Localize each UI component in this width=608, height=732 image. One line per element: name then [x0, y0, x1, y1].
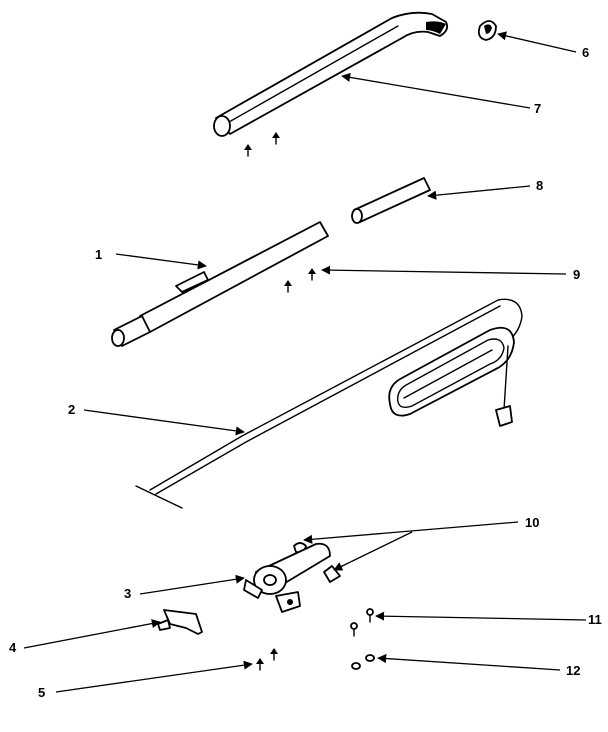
- part-power-cord: [135, 298, 523, 509]
- part-handle-bracket: [243, 542, 331, 613]
- part-nuts-12: [351, 654, 375, 670]
- leader-lines: [23, 31, 587, 693]
- callout-12: 12: [566, 663, 580, 678]
- part-small-bracket: [157, 609, 203, 635]
- part-handle-screws: [244, 132, 280, 157]
- callout-8: 8: [536, 178, 543, 193]
- callout-3: 3: [124, 586, 131, 601]
- part-screws-9: [284, 268, 316, 293]
- callout-6: 6: [582, 45, 589, 60]
- part-screws-5: [256, 648, 278, 671]
- part-upper-handle: [213, 11, 449, 137]
- part-coupling-tube: [351, 177, 431, 224]
- callout-4: 4: [9, 640, 17, 655]
- callout-5: 5: [38, 685, 45, 700]
- part-grip-cap: [477, 20, 497, 41]
- callout-9: 9: [573, 267, 580, 282]
- callout-10: 10: [525, 515, 539, 530]
- part-lower-handle: [111, 221, 329, 347]
- callout-1: 1: [95, 247, 102, 262]
- callout-2: 2: [68, 402, 75, 417]
- callout-11: 11: [588, 612, 602, 627]
- part-screws-11: [350, 608, 374, 637]
- callout-7: 7: [534, 101, 541, 116]
